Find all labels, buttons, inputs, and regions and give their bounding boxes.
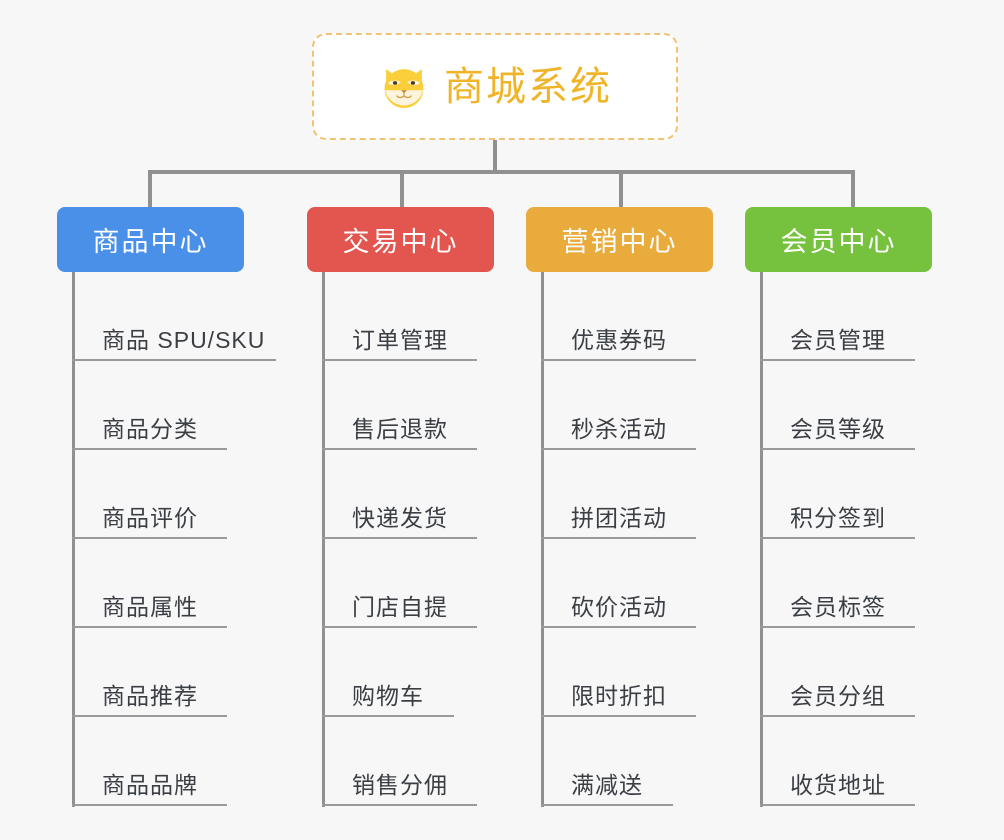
list-item[interactable]: 限时折扣 bbox=[541, 628, 696, 717]
category-box-marketing-center[interactable]: 营销中心 bbox=[526, 207, 713, 272]
leaf-label: 售后退款 bbox=[352, 415, 448, 442]
leaf-label: 拼团活动 bbox=[571, 504, 667, 531]
leaf-label: 积分签到 bbox=[790, 504, 886, 531]
category-title: 交易中心 bbox=[342, 227, 459, 257]
list-item[interactable]: 会员标签 bbox=[760, 539, 915, 628]
connector-drop-2 bbox=[400, 170, 404, 207]
list-item[interactable]: 砍价活动 bbox=[541, 539, 696, 628]
list-item[interactable]: 商品推荐 bbox=[72, 628, 227, 717]
list-item[interactable]: 收货地址 bbox=[760, 717, 915, 806]
leaf-label: 商品 SPU/SKU bbox=[102, 326, 266, 353]
list-item[interactable]: 订单管理 bbox=[322, 272, 477, 361]
column-spine bbox=[72, 272, 75, 807]
leaf-label: 商品推荐 bbox=[102, 682, 198, 709]
connector-horizontal-bus bbox=[150, 170, 854, 174]
leaf-label: 砍价活动 bbox=[571, 593, 667, 620]
list-item[interactable]: 会员等级 bbox=[760, 361, 915, 450]
connector-root-stem bbox=[493, 140, 497, 174]
leaf-label: 限时折扣 bbox=[571, 682, 667, 709]
leaf-label: 商品品牌 bbox=[102, 771, 198, 798]
list-item[interactable]: 快递发货 bbox=[322, 450, 477, 539]
list-item[interactable]: 购物车 bbox=[322, 628, 454, 717]
leaf-label: 购物车 bbox=[352, 682, 424, 709]
leaf-label: 商品评价 bbox=[102, 504, 198, 531]
leaf-label: 秒杀活动 bbox=[571, 415, 667, 442]
list-item[interactable]: 商品品牌 bbox=[72, 717, 227, 806]
list-item[interactable]: 满减送 bbox=[541, 717, 673, 806]
list-item[interactable]: 门店自提 bbox=[322, 539, 477, 628]
list-item[interactable]: 商品属性 bbox=[72, 539, 227, 628]
column-spine bbox=[541, 272, 544, 807]
list-item[interactable]: 会员分组 bbox=[760, 628, 915, 717]
leaf-label: 商品属性 bbox=[102, 593, 198, 620]
shiba-dog-icon bbox=[378, 61, 430, 113]
leaf-label: 会员等级 bbox=[790, 415, 886, 442]
list-item[interactable]: 积分签到 bbox=[760, 450, 915, 539]
connector-drop-1 bbox=[148, 170, 152, 207]
leaf-label: 订单管理 bbox=[352, 326, 448, 353]
column-spine bbox=[322, 272, 325, 807]
list-item[interactable]: 拼团活动 bbox=[541, 450, 696, 539]
category-title: 会员中心 bbox=[780, 227, 897, 257]
connector-drop-4 bbox=[851, 170, 855, 207]
list-item[interactable]: 商品分类 bbox=[72, 361, 227, 450]
category-title: 商品中心 bbox=[92, 227, 209, 257]
category-box-member-center[interactable]: 会员中心 bbox=[745, 207, 932, 272]
leaf-label: 快递发货 bbox=[352, 504, 448, 531]
category-box-trade-center[interactable]: 交易中心 bbox=[307, 207, 494, 272]
list-item[interactable]: 销售分佣 bbox=[322, 717, 477, 806]
leaf-label: 优惠券码 bbox=[571, 326, 667, 353]
list-item[interactable]: 商品评价 bbox=[72, 450, 227, 539]
connector-drop-3 bbox=[619, 170, 623, 207]
list-item[interactable]: 优惠券码 bbox=[541, 272, 696, 361]
category-box-product-center[interactable]: 商品中心 bbox=[57, 207, 244, 272]
list-item[interactable]: 秒杀活动 bbox=[541, 361, 696, 450]
list-item[interactable]: 会员管理 bbox=[760, 272, 915, 361]
leaf-label: 会员分组 bbox=[790, 682, 886, 709]
root-node-title: 商城系统 bbox=[444, 64, 612, 109]
column-spine bbox=[760, 272, 763, 807]
leaf-label: 满减送 bbox=[571, 771, 643, 798]
list-item[interactable]: 售后退款 bbox=[322, 361, 477, 450]
list-item[interactable]: 商品 SPU/SKU bbox=[72, 272, 276, 361]
leaf-label: 商品分类 bbox=[102, 415, 198, 442]
leaf-label: 门店自提 bbox=[352, 593, 448, 620]
leaf-label: 销售分佣 bbox=[352, 771, 448, 798]
leaf-label: 收货地址 bbox=[790, 771, 886, 798]
leaf-label: 会员标签 bbox=[790, 593, 886, 620]
category-title: 营销中心 bbox=[561, 227, 678, 257]
leaf-label: 会员管理 bbox=[790, 326, 886, 353]
root-node-mall-system[interactable]: 商城系统 bbox=[312, 33, 678, 140]
